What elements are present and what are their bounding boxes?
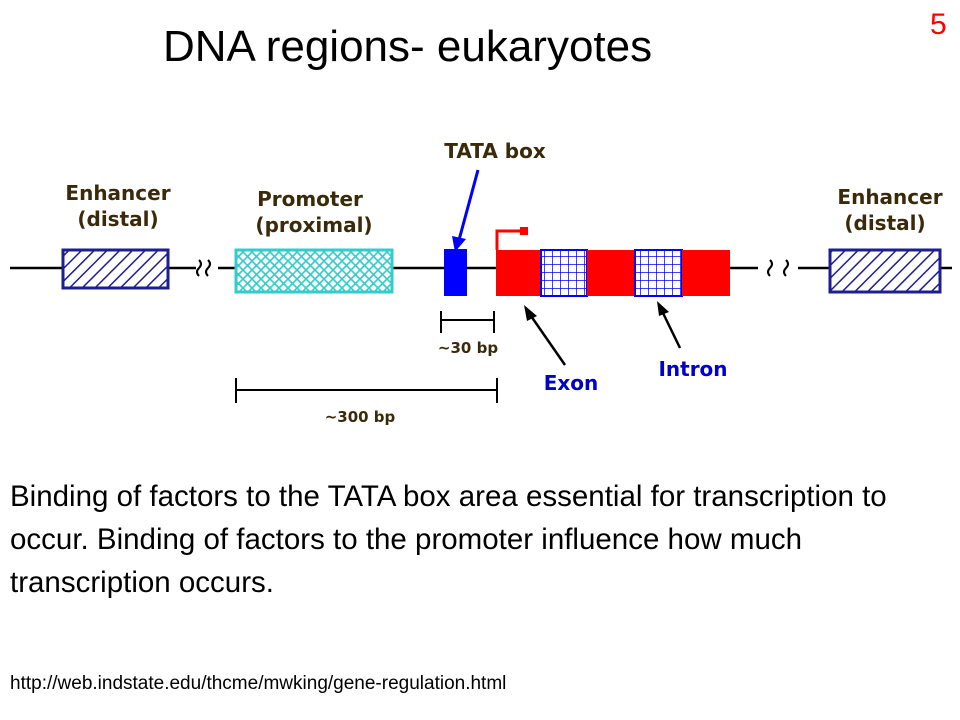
gene-structure (496, 249, 730, 297)
source-url: http://web.indstate.edu/thcme/mwking/gen… (10, 673, 507, 694)
intron-label: Intron (658, 357, 727, 381)
promoter-label-line2: (proximal) (255, 213, 372, 237)
enhancer-left-box (61, 248, 170, 290)
slide-number: 5 (930, 8, 947, 41)
scale-300bp-label: ~300 bp (325, 408, 396, 426)
exon-block-3 (682, 250, 730, 296)
body-text: Binding of factors to the TATA box area … (10, 480, 887, 599)
slide-title: DNA regions- eukaryotes (163, 22, 653, 71)
enhancer-right-label-line2: (distal) (844, 211, 925, 235)
transcription-start-marker (495, 227, 528, 250)
break-mark-left (196, 259, 211, 277)
exon-block-1 (496, 250, 541, 296)
promoter-box (234, 248, 394, 294)
enhancer-right-label-line1: Enhancer (837, 185, 942, 209)
intron-block-1 (540, 249, 588, 297)
break-mark-right (767, 259, 789, 277)
tata-box-arrow (452, 169, 480, 252)
scale-bar-30bp (440, 311, 495, 333)
scale-30bp-label: ~30 bp (438, 339, 498, 357)
enhancer-left-label-line2: (distal) (77, 207, 158, 231)
enhancer-left-label-line1: Enhancer (65, 181, 170, 205)
intron-block-2 (634, 249, 683, 297)
exon-arrow (524, 305, 567, 366)
exon-label: Exon (544, 371, 599, 395)
tata-box-block (444, 249, 467, 296)
gene-region-diagram: Enhancer (distal) Promoter (proximal) TA… (10, 139, 952, 426)
intron-arrow (657, 301, 682, 349)
promoter-label-line1: Promoter (257, 187, 363, 211)
enhancer-right-box (828, 248, 942, 294)
scale-bar-300bp (235, 378, 498, 403)
exon-block-2 (587, 250, 635, 296)
tata-box-label: TATA box (444, 139, 546, 163)
